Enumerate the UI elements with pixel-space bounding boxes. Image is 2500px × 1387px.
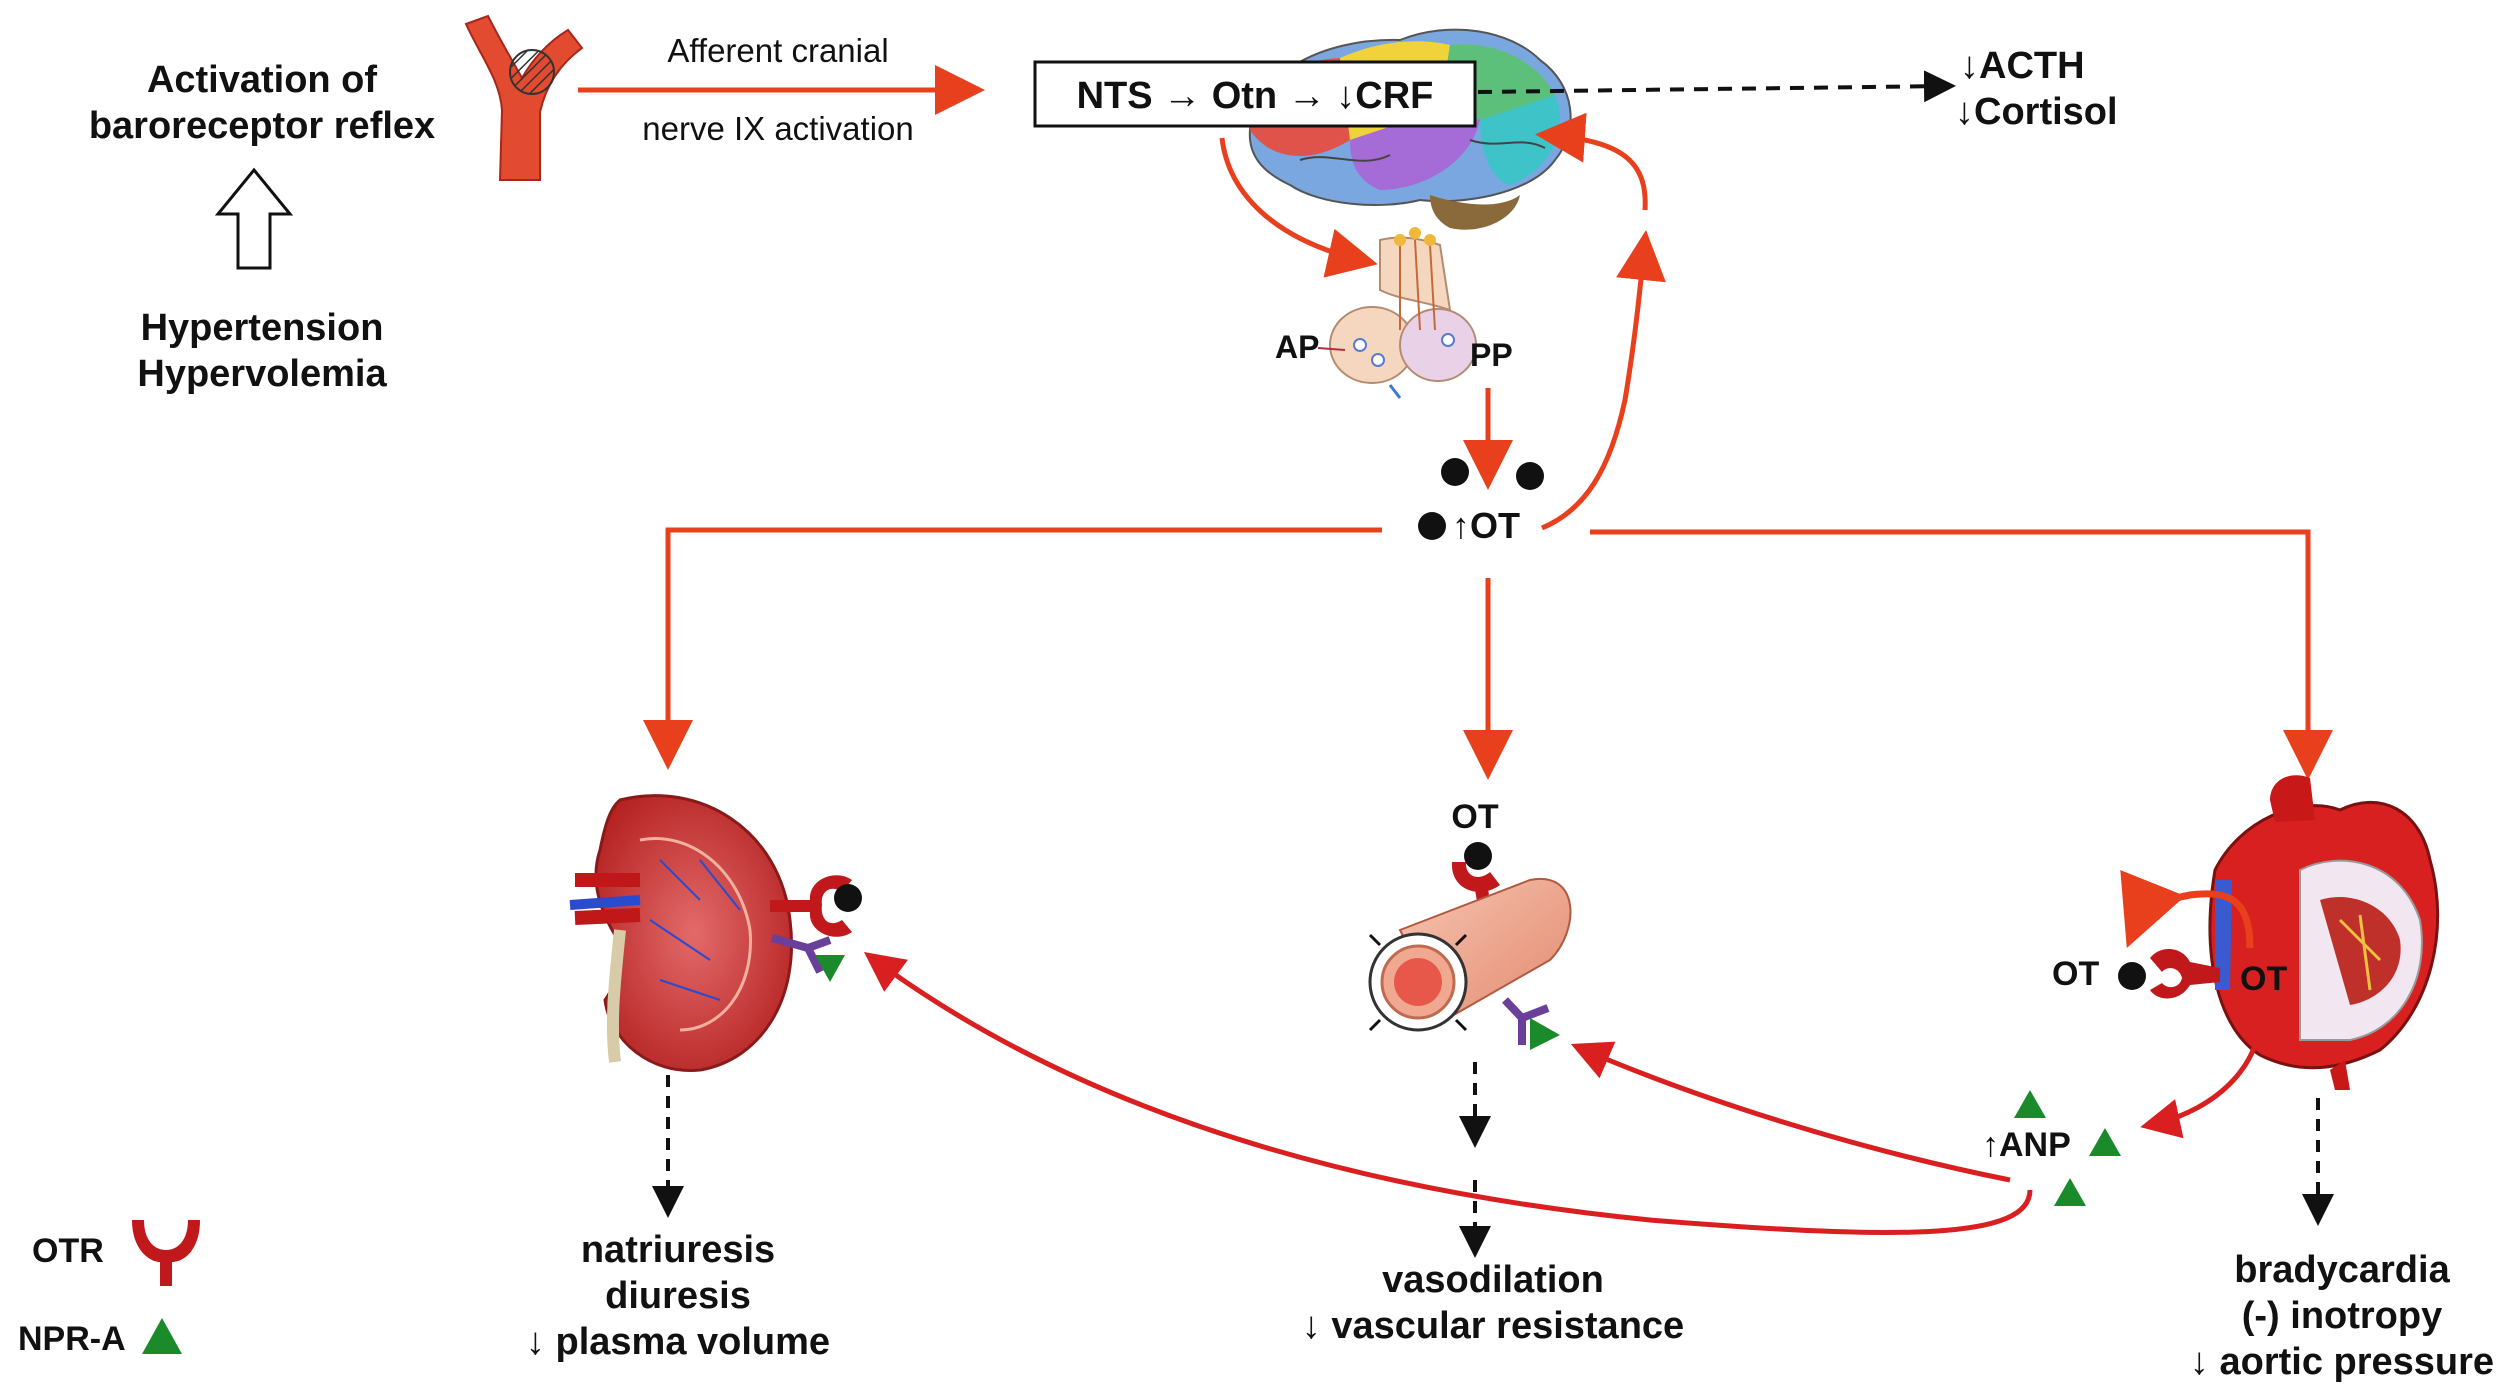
kidney-icon [569,794,793,1072]
heart-to-anp-arrow [2140,1007,2263,1139]
heart-ot-outer-label: OT [2052,955,2099,993]
ap-pointer [1317,347,1346,351]
pp-label: PP [1470,337,1513,373]
trigger-label-line1: Hypertension [141,307,384,349]
ot-to-kidney-arrow [643,527,1382,770]
anp-ligand [2054,1178,2086,1206]
heart-ot-ligand [2118,962,2146,990]
heart-effect-line1: bradycardia [2234,1249,2450,1291]
anp-ligand [2089,1128,2121,1156]
kidney-effect-line3: ↓ plasma volume [526,1321,830,1363]
anp-to-vessel-arrow [1570,1041,2011,1183]
vessel-anp-ligand [1530,1018,1560,1050]
legend-otr-label: OTR [32,1232,104,1270]
kidney-ot-ligand [834,884,862,912]
heart-effect-line3: ↓ aortic pressure [2190,1341,2494,1383]
pathway-box [1033,60,1477,128]
hollow-up-arrow-icon [214,167,294,270]
kidney-otr-receptor-icon [770,875,852,937]
ot-to-heart-arrow [1590,529,2333,780]
heart-otr-receptor-icon [2150,949,2220,999]
cortisol-label: ↓Cortisol [1955,91,2118,133]
afferent-label-line2: nerve IX activation [642,110,913,147]
ot-feedback-arrow-upper [1535,112,1648,211]
vessel-npra-receptor-icon [1502,997,1550,1045]
trigger-label-line2: Hypervolemia [137,353,387,395]
carotid-artery-icon [464,14,584,181]
pituitary-icon [1329,227,1477,399]
heart-ot-inner-label: OT [2240,960,2287,998]
kidney-npra-receptor-icon [770,934,832,974]
vessel-ot-ligand [1464,842,1492,870]
kidney-effect-line1: natriuresis [581,1229,775,1271]
heart-ot-autocrine-arrow [2120,869,2254,949]
heart-icon [2208,775,2440,1090]
ot-feedback-arrow [1541,230,1666,531]
anp-to-kidney-arrow [863,952,2033,1235]
ot-ligand-dot [1516,462,1544,490]
pathway-box-text: NTS → Otn → ↓CRF [1077,75,1434,117]
legend-npra-icon [142,1318,182,1354]
brain-icon [1248,28,1572,230]
blood-vessel-icon [1368,877,1572,1032]
afferent-label-line1: Afferent cranial [667,32,888,69]
acth-label: ↓ACTH [1960,45,2085,87]
legend-npra-label: NPR-A [18,1320,126,1358]
vessel-ot-label: OT [1451,798,1498,836]
kidney-effect-line2: diuresis [605,1275,751,1317]
brain-to-pituitary-arrow [1219,137,1378,278]
legend-otr-icon [132,1220,200,1286]
ot-ligand-dot [1441,458,1469,486]
anp-label: ↑ANP [1982,1126,2071,1164]
vessel-effect-line1: vasodilation [1382,1259,1604,1301]
heart-effect-line2: (-) inotropy [2242,1295,2443,1337]
vessel-effect-line2: ↓ vascular resistance [1302,1305,1684,1347]
acth-dashed-arrow [1477,70,1956,103]
ot-ligand-dot [1418,512,1446,540]
ot-release-label: ↑OT [1452,505,1520,546]
kidney-anp-ligand [815,955,845,982]
activation-label-line1: Activation of [147,59,377,101]
anp-ligand [2014,1090,2046,1118]
ap-label: AP [1275,329,1319,365]
activation-label-line2: baroreceptor reflex [89,105,435,147]
